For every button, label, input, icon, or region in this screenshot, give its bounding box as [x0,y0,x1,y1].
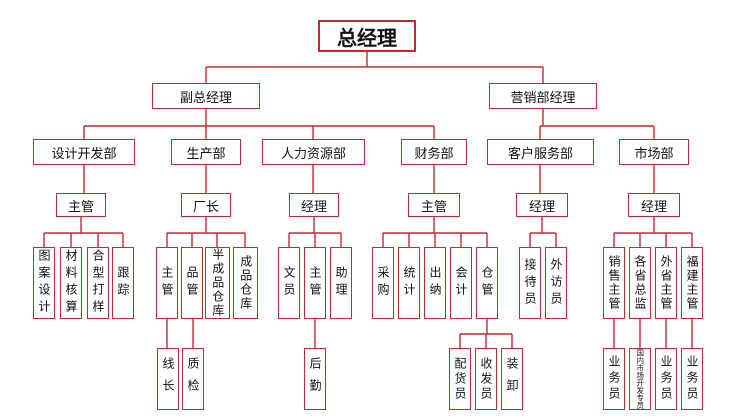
head-hr-label: 经理 [300,199,327,215]
head-customer-service-label: 经理 [528,199,555,215]
sub-receiver: 收发员 [475,348,497,410]
unit-label: 助理 [334,266,348,300]
unit-market-out-province: 外省主管 [655,247,677,319]
unit-finance-accounting: 会计 [450,247,472,319]
marketing-manager-label: 营销部经理 [510,90,576,106]
unit-finance-purchasing: 采购 [372,247,394,319]
unit-market-province-director: 各省总监 [629,247,651,319]
unit-label: 出纳 [428,266,442,300]
sub-unit-label: 国内市场开发专员 [635,349,645,409]
dept-finance-label: 财务部 [414,146,454,162]
unit-label: 跟踪 [116,266,130,300]
dept-hr-label: 人力资源部 [280,146,346,162]
unit-label: 合型打样 [91,249,105,317]
sub-unit-label: 业务员 [685,355,699,403]
sub-loading: 装卸 [501,348,523,410]
head-production: 厂长 [181,193,231,217]
unit-label: 文员 [282,266,296,300]
unit-label: 统计 [402,266,416,300]
unit-hr-assistant: 助理 [330,247,352,319]
unit-hr-supervisor: 主管 [304,247,326,319]
unit-finance-cashier: 出纳 [424,247,446,319]
sub-unit-label: 收发员 [479,356,493,402]
dept-market: 市场部 [619,139,689,165]
vice-general-manager-box: 副总经理 [152,83,260,109]
sub-dispatcher: 配货员 [449,348,471,410]
sub-quality-check: 质检 [182,348,204,410]
dept-design: 设计开发部 [33,139,135,165]
dept-customer-service-label: 客户服务部 [507,146,573,162]
unit-label: 采购 [376,266,390,300]
general-manager-label: 总经理 [337,25,397,50]
unit-production-qc: 品管 [181,247,203,319]
head-customer-service: 经理 [516,193,568,217]
sub-logistics: 后勤 [304,348,326,410]
dept-finance: 财务部 [401,139,467,165]
head-market: 经理 [628,193,680,217]
dept-design-label: 设计开发部 [51,146,117,162]
head-finance: 主管 [408,193,460,217]
general-manager-box: 总经理 [318,20,416,52]
dept-production: 生产部 [171,139,241,165]
unit-finance-warehouse: 仓管 [476,247,498,319]
unit-label: 销售主管 [607,255,621,311]
unit-label: 外省主管 [659,255,673,311]
unit-design-material: 材料核算 [60,247,82,319]
unit-label: 主管 [308,266,322,300]
dept-hr: 人力资源部 [262,139,365,165]
sub-unit-label: 配货员 [453,356,467,402]
sub-unit-label: 后勤 [308,357,322,401]
unit-label: 品管 [185,266,199,300]
unit-market-sales-supervisor: 销售主管 [603,247,625,319]
unit-label: 主管 [160,266,174,300]
vice-general-manager-label: 副总经理 [179,90,232,106]
unit-design-sample: 合型打样 [87,247,109,319]
unit-production-supervisor: 主管 [156,247,178,319]
unit-label: 仓管 [480,266,494,300]
dept-market-label: 市场部 [634,146,674,162]
sub-market-salesman-2: 业务员 [655,348,677,410]
unit-label: 外访员 [549,257,563,309]
sub-unit-label: 质检 [186,357,200,401]
unit-label: 会计 [454,266,468,300]
sub-unit-label: 业务员 [607,355,621,403]
dept-customer-service: 客户服务部 [487,139,594,165]
unit-finance-statistics: 统计 [398,247,420,319]
head-design-label: 主管 [67,199,94,215]
head-production-label: 厂长 [192,199,219,215]
unit-hr-clerk: 文员 [278,247,300,319]
sub-market-salesman-1: 业务员 [603,348,625,410]
marketing-manager-box: 营销部经理 [489,83,597,109]
sub-market-domestic-dev: 国内市场开发专员 [629,348,651,410]
unit-cs-receptionist: 接待员 [519,247,541,319]
unit-label: 材料核算 [64,249,78,317]
unit-label: 接待员 [523,257,537,309]
unit-market-fujian: 福建主管 [681,247,703,319]
unit-label: 成品仓库 [238,255,253,311]
unit-label: 半成品仓库 [210,248,225,318]
sub-market-salesman-3: 业务员 [681,348,703,410]
unit-label: 福建主管 [685,255,699,311]
head-hr: 经理 [289,193,339,217]
sub-unit-label: 装卸 [505,357,519,401]
head-finance-label: 主管 [420,199,447,215]
sub-unit-label: 业务员 [659,355,673,403]
sub-line-leader: 线长 [157,348,179,410]
unit-design-tracking: 跟踪 [112,247,134,319]
unit-label: 图案设计 [37,249,51,317]
unit-production-semi-warehouse: 半成品仓库 [205,247,230,319]
unit-design-pattern: 图案设计 [33,247,55,319]
head-design: 主管 [56,193,106,217]
unit-cs-visitor: 外访员 [545,247,567,319]
dept-production-label: 生产部 [186,146,226,162]
unit-label: 各省总监 [633,255,647,311]
head-market-label: 经理 [640,199,667,215]
unit-production-finished-warehouse: 成品仓库 [233,247,258,319]
sub-unit-label: 线长 [161,357,175,401]
